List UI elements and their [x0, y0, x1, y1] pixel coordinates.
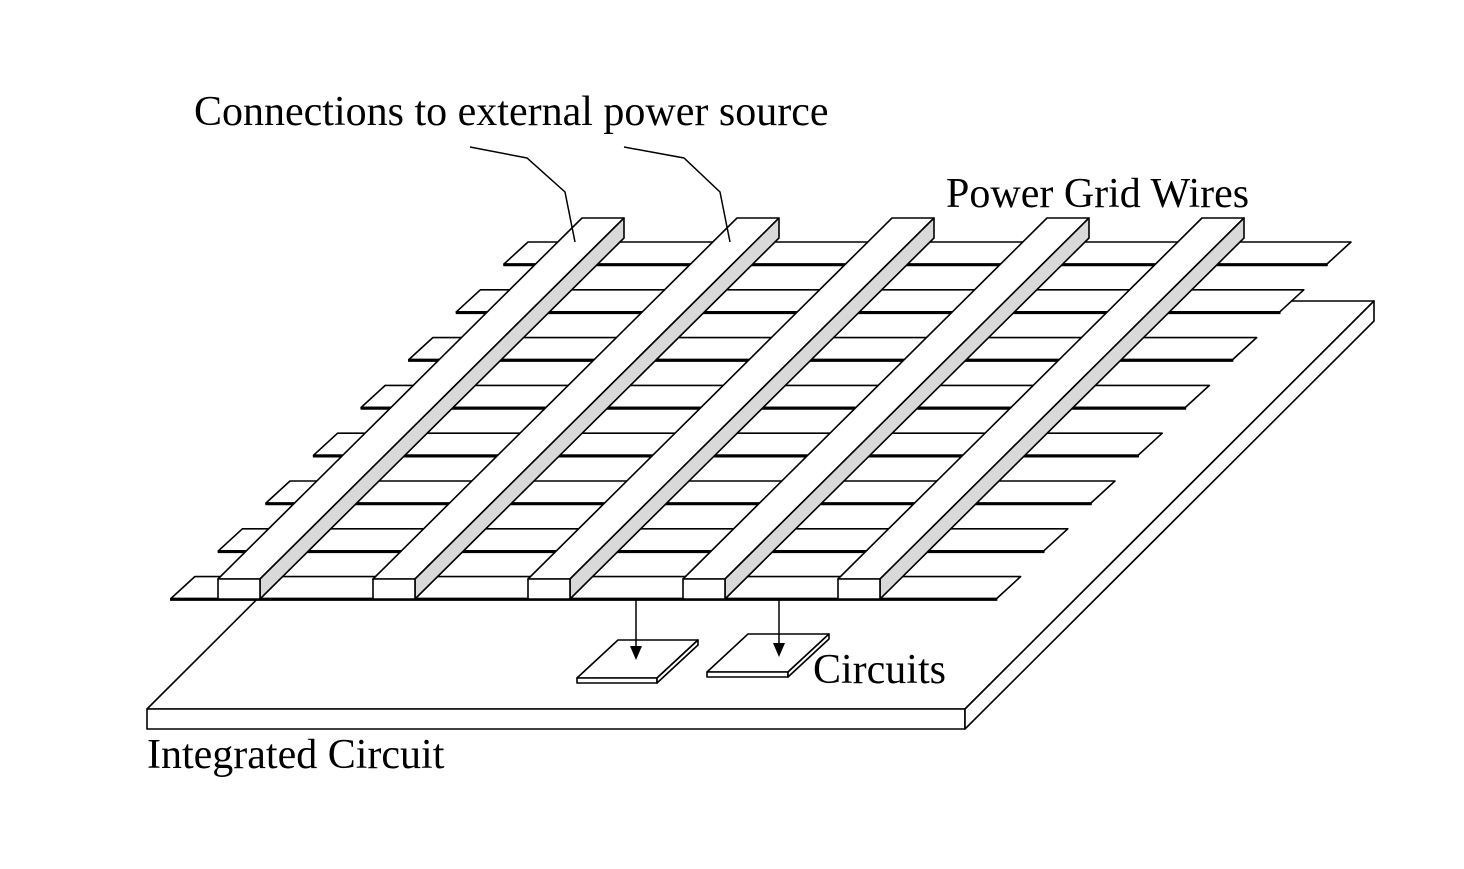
rail-front-face	[837, 578, 881, 600]
rail-front-face	[682, 578, 726, 600]
rail-front-face	[527, 578, 571, 600]
rail-front-face	[372, 578, 416, 600]
circuit-block	[706, 633, 830, 678]
arrow-head	[630, 646, 642, 660]
current-arrows	[630, 599, 785, 660]
power-rail	[372, 217, 780, 600]
power-rail	[217, 217, 625, 600]
connection-leaders	[469, 146, 731, 243]
circuits-label: Circuits	[813, 647, 946, 693]
integrated-circuit-label: Integrated Circuit	[147, 732, 445, 778]
power-grid-wires-label: Power Grid Wires	[946, 171, 1249, 217]
circuit-block	[576, 639, 699, 684]
leader-line	[623, 146, 731, 243]
power-rail	[527, 217, 935, 600]
diagonal-power-rails	[217, 217, 1245, 600]
substrate-side-face	[964, 300, 1375, 730]
power-rail	[837, 217, 1245, 600]
arrow-head	[773, 643, 785, 657]
rail-front-face	[217, 578, 261, 600]
circuit-blocks	[576, 633, 830, 684]
power-rail	[682, 217, 1090, 600]
substrate-front-face	[146, 708, 966, 730]
connections-label: Connections to external power source	[194, 89, 828, 135]
leader-line	[469, 146, 576, 243]
